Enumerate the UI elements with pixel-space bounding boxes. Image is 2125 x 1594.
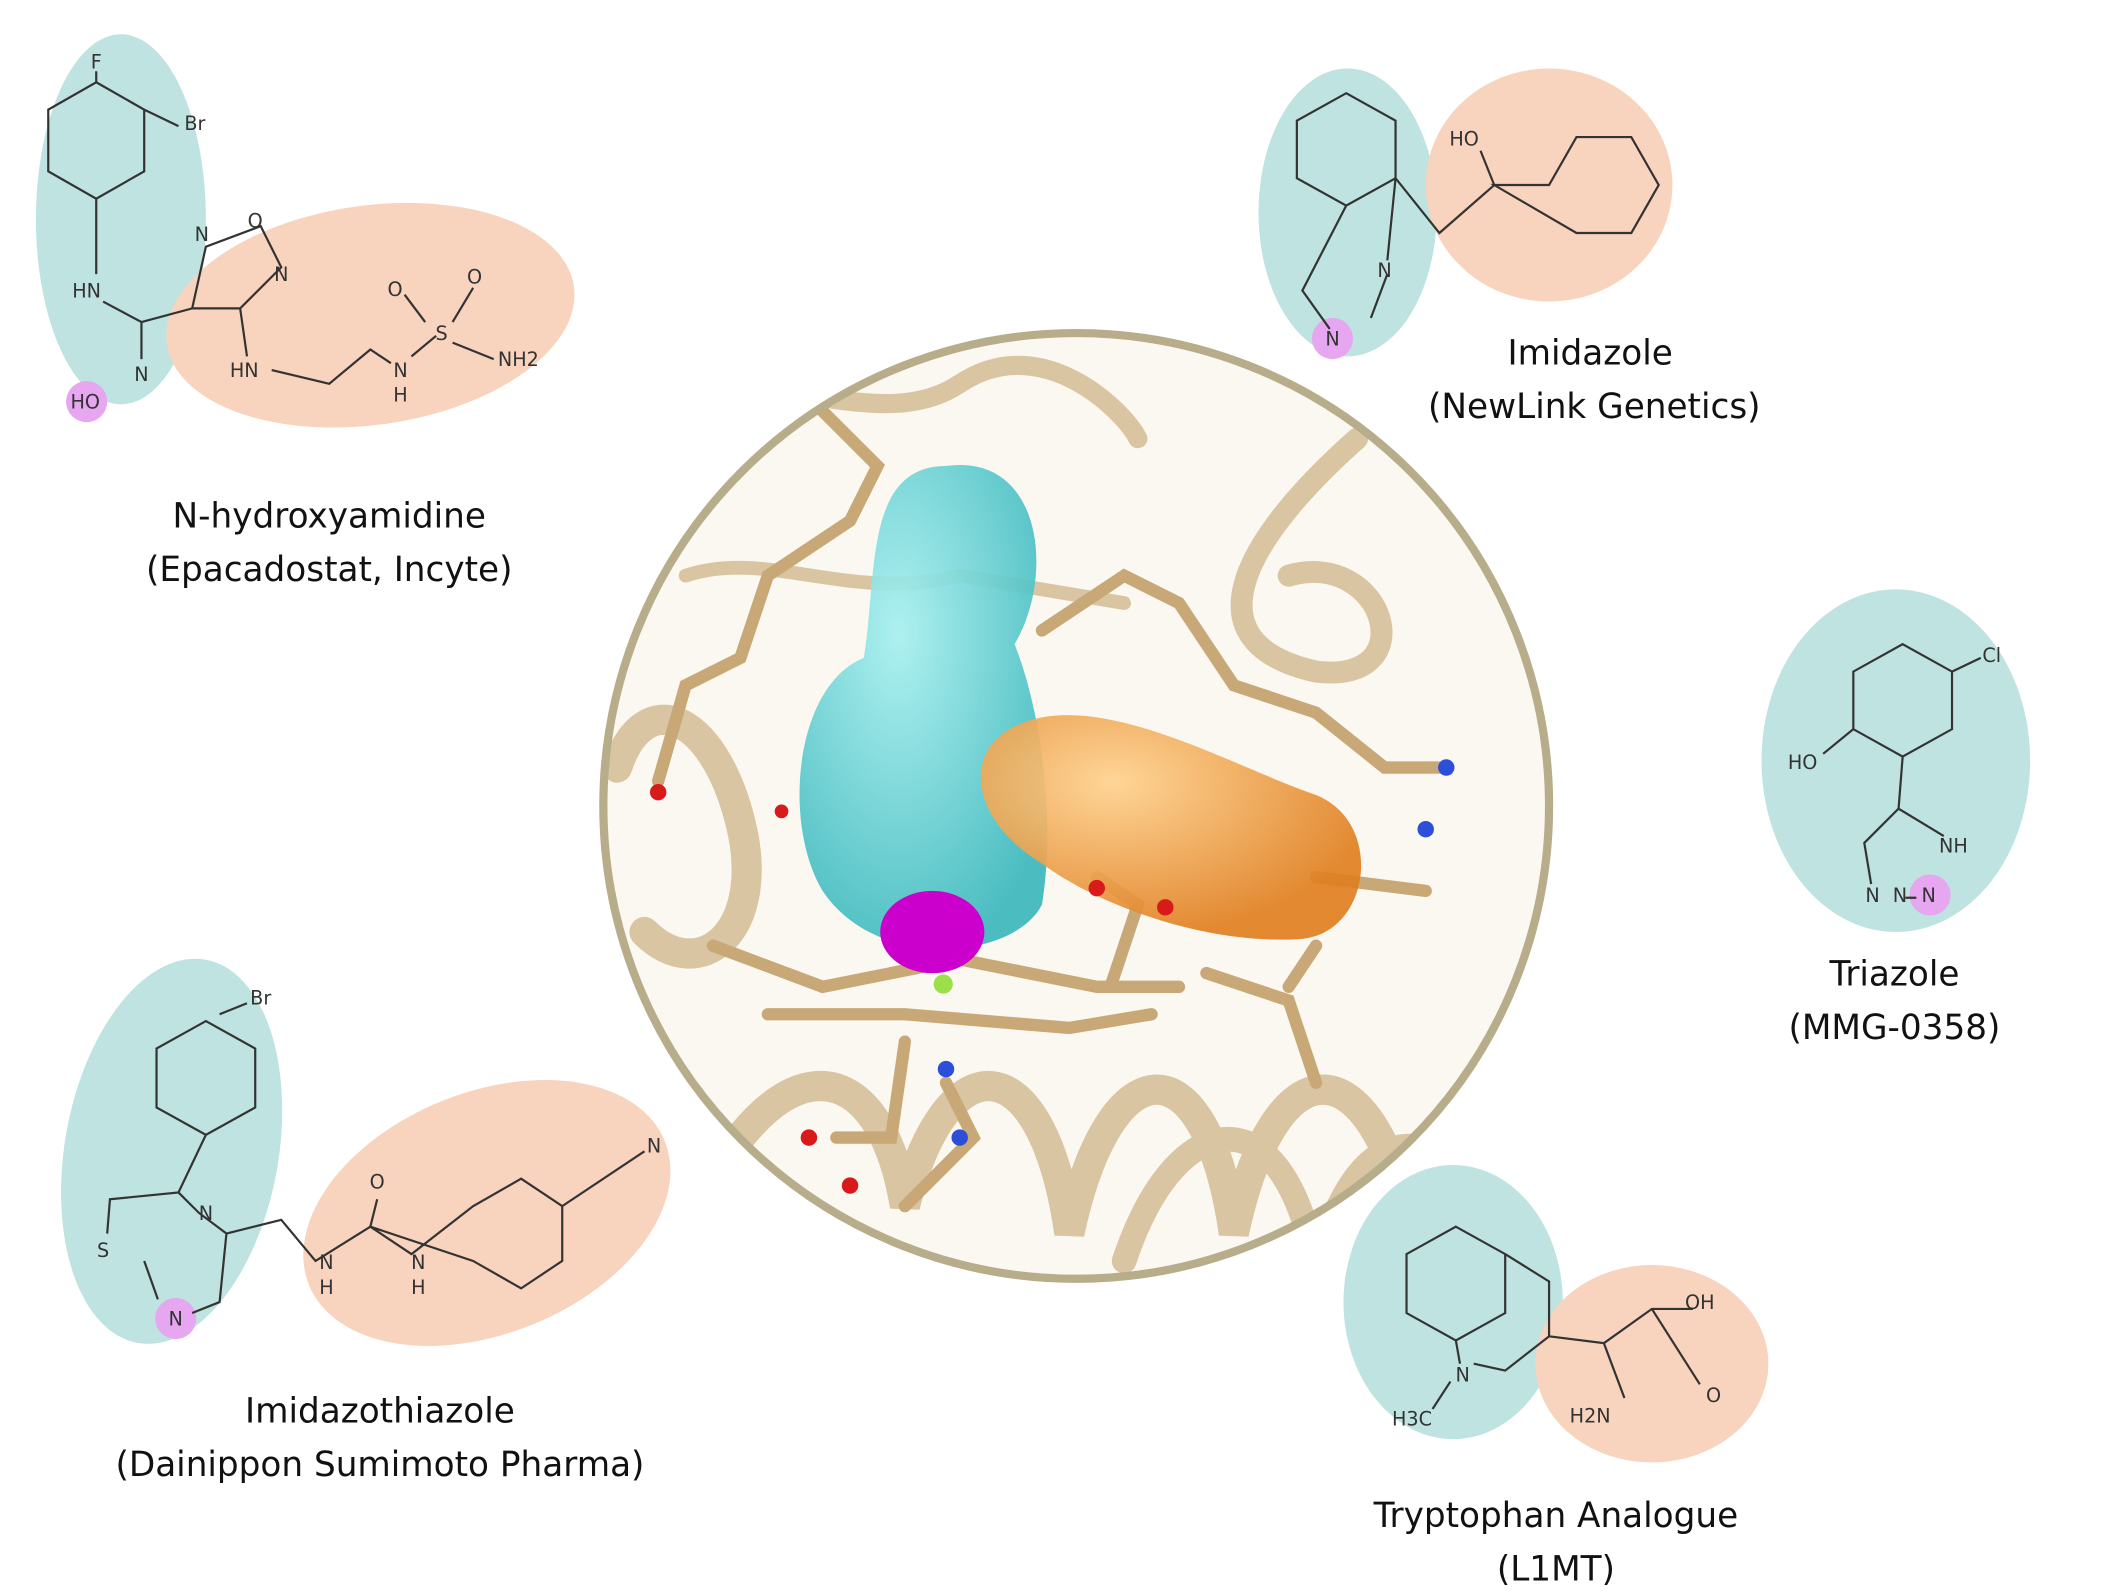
svg-text:H3C: H3C <box>1392 1407 1432 1430</box>
pocket-a-surface <box>799 464 1048 950</box>
svg-text:N: N <box>1325 327 1339 350</box>
svg-text:H: H <box>411 1276 425 1299</box>
molecule-name: N-hydroxyamidine <box>173 497 486 537</box>
svg-text:HO: HO <box>1449 127 1479 150</box>
svg-text:Br: Br <box>184 112 205 135</box>
svg-text:N: N <box>647 1135 661 1158</box>
svg-text:N: N <box>274 263 288 286</box>
svg-text:N: N <box>195 223 209 246</box>
molecule-source: (MMG-0358) <box>1789 1008 2001 1048</box>
protein-binding-pocket-view <box>599 328 1554 1283</box>
svg-text:NH2: NH2 <box>498 348 539 371</box>
svg-text:HO: HO <box>71 390 101 413</box>
svg-text:N: N <box>1377 259 1391 282</box>
svg-text:N: N <box>1893 884 1907 907</box>
svg-text:O: O <box>248 210 263 233</box>
molecule-name: Triazole <box>1828 954 1959 994</box>
svg-text:O: O <box>387 278 402 301</box>
pocket-b-surface <box>980 715 1362 940</box>
molecule-source: (NewLink Genetics) <box>1428 387 1760 427</box>
molecule-tryptophan-analogue: N H3C OH O H2N Tryptophan Analogue (L1MT… <box>1343 1165 1769 1589</box>
svg-text:N: N <box>199 1202 213 1225</box>
molecule-source: (Dainippon Sumimoto Pharma) <box>115 1445 644 1485</box>
svg-text:HN: HN <box>230 359 259 382</box>
molecule-imidazole: N N HO Imidazole (NewLink Genetics) <box>1258 68 1761 427</box>
svg-text:N: N <box>319 1251 333 1274</box>
molecule-imidazothiazole: Br S N N N H O N H N Imidazothiazole (Da… <box>61 958 671 1485</box>
svg-text:S: S <box>436 322 448 345</box>
molecule-triazole: Cl HO NH N N N Triazole (MMG-0358) <box>1761 589 2031 1048</box>
svg-text:N: N <box>411 1251 425 1274</box>
molecule-source: (Epacadostat, Incyte) <box>146 550 512 590</box>
svg-text:S: S <box>97 1239 109 1262</box>
svg-text:Cl: Cl <box>1982 644 2001 667</box>
svg-text:HN: HN <box>72 279 101 302</box>
molecule-name: Imidazothiazole <box>245 1392 515 1432</box>
svg-text:H: H <box>319 1276 333 1299</box>
svg-text:HO: HO <box>1788 751 1818 774</box>
molecule-source: (L1MT) <box>1497 1549 1615 1589</box>
molecule-name: Tryptophan Analogue <box>1373 1496 1739 1536</box>
svg-text:N: N <box>393 359 407 382</box>
heme-iron-site <box>880 890 985 974</box>
svg-text:N: N <box>134 363 148 386</box>
svg-text:Br: Br <box>250 987 271 1010</box>
svg-text:H: H <box>393 384 407 407</box>
svg-text:N: N <box>1922 884 1936 907</box>
svg-text:NH: NH <box>1939 835 1968 858</box>
svg-text:N: N <box>1865 884 1879 907</box>
svg-text:F: F <box>91 51 102 74</box>
svg-text:O: O <box>370 1170 385 1193</box>
molecule-epacadostat: F Br N O N HN N HO HN O S O NH2 N H N-hy… <box>35 34 575 590</box>
molecule-name: Imidazole <box>1508 334 1673 374</box>
svg-text:N: N <box>169 1307 183 1330</box>
svg-text:H2N: H2N <box>1570 1405 1611 1428</box>
svg-text:N: N <box>1456 1364 1470 1387</box>
svg-text:O: O <box>1706 1384 1721 1407</box>
svg-text:O: O <box>467 266 482 289</box>
svg-text:OH: OH <box>1685 1291 1715 1314</box>
